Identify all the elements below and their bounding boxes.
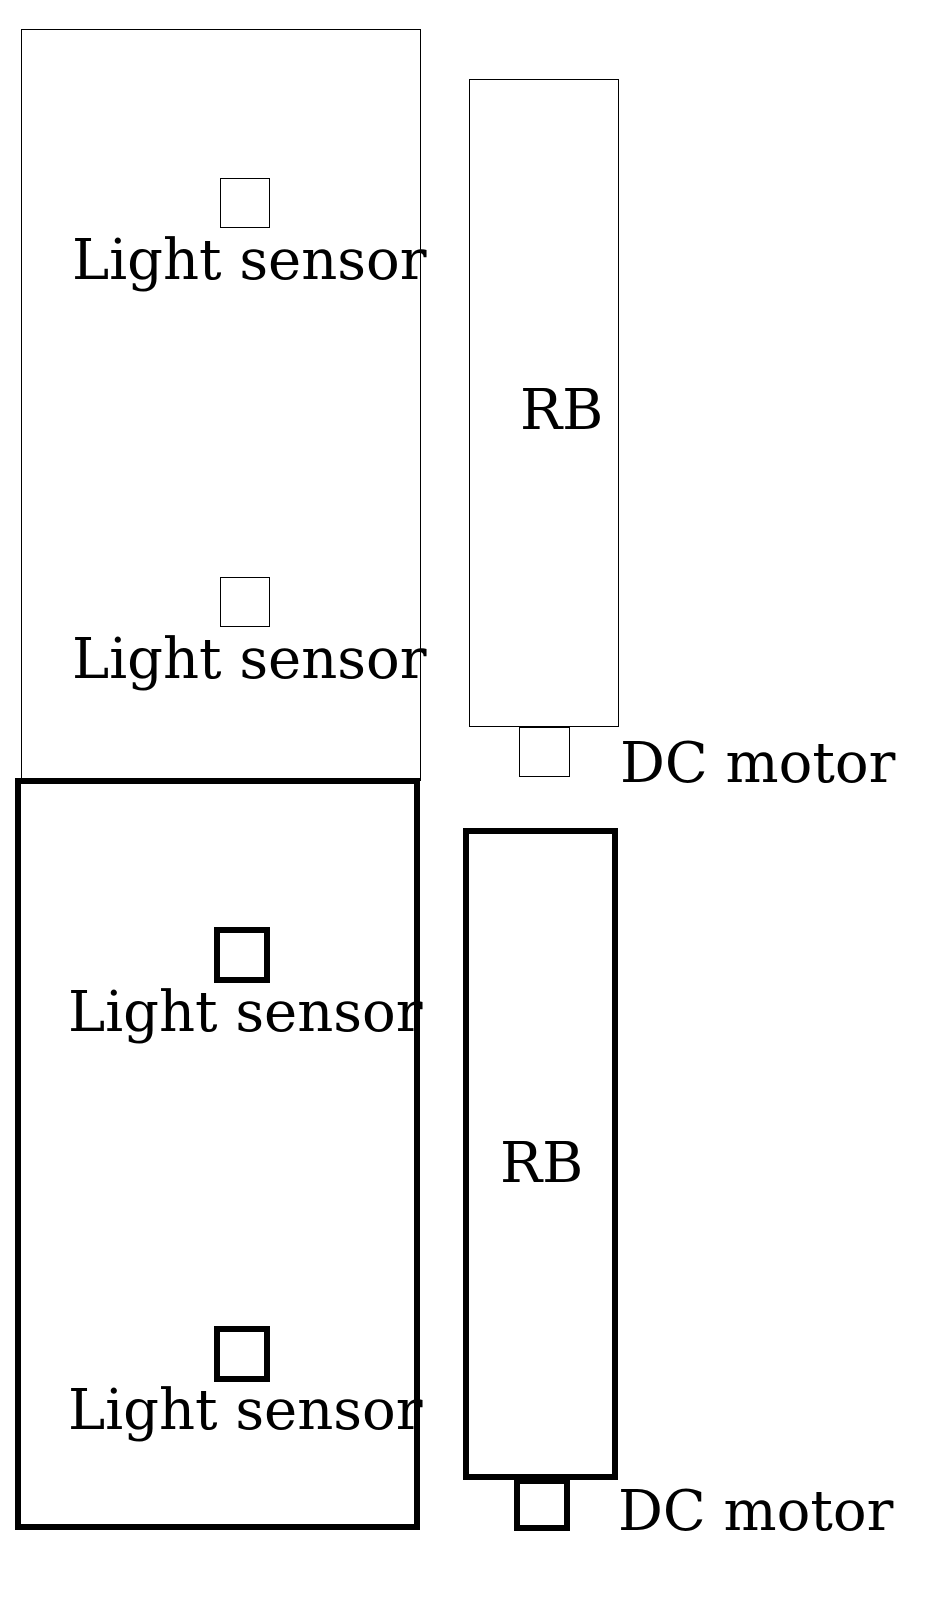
top-light-sensor-2-label: Light sensor xyxy=(72,627,427,692)
top-light-sensor-1-label: Light sensor xyxy=(72,228,427,293)
bottom-rb-block xyxy=(463,828,618,1480)
top-light-sensor-2 xyxy=(220,577,270,627)
top-dc-motor xyxy=(519,727,570,777)
bottom-dc-motor xyxy=(514,1478,570,1531)
bottom-sensor-board xyxy=(15,778,420,1530)
bottom-dc-motor-label: DC motor xyxy=(618,1479,894,1544)
bottom-light-sensor-1-label: Light sensor xyxy=(68,980,423,1045)
top-dc-motor-label: DC motor xyxy=(620,731,896,796)
bottom-light-sensor-2-label: Light sensor xyxy=(68,1378,423,1443)
top-light-sensor-1 xyxy=(220,178,270,228)
top-rb-label: RB xyxy=(520,378,604,443)
bottom-rb-label: RB xyxy=(500,1131,584,1196)
top-rb-block xyxy=(469,79,619,727)
bottom-light-sensor-1 xyxy=(214,927,270,983)
bottom-light-sensor-2 xyxy=(214,1326,270,1382)
